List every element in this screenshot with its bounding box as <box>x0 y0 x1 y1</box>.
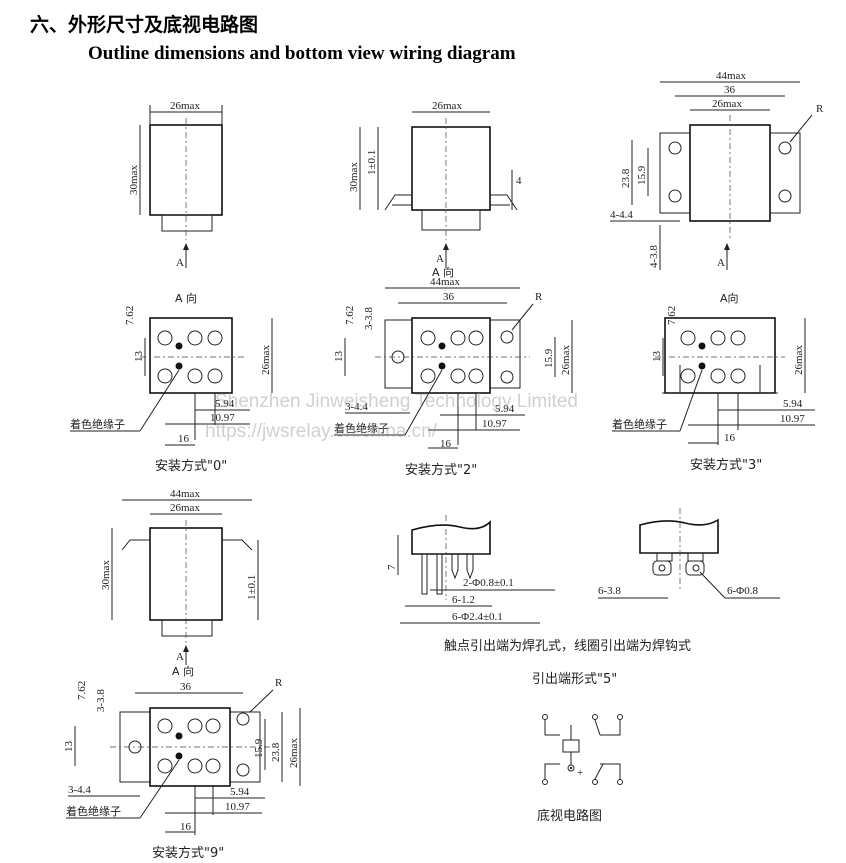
view-direction-label: A 向 <box>175 291 197 305</box>
dim-26max: 26max <box>712 98 742 110</box>
bottom-view-mount-0: A 向 7.62 13 26max 5.94 10.97 16 着色绝缘子 安装… <box>70 291 273 474</box>
dim-13: 13 <box>63 741 75 753</box>
dim-pin-2-4: 6-Φ2.4±0.1 <box>452 611 503 623</box>
bottom-view-mount-2: 44max 36 R 7.62 3-3.8 13 15.9 26max 3-4.… <box>333 276 573 478</box>
view-direction-label: A 向 <box>432 265 454 279</box>
radius-label: R <box>535 291 543 303</box>
dim-7-62: 7.62 <box>76 681 88 700</box>
view-direction-label: A 向 <box>172 664 194 678</box>
dim-15-9: 15.9 <box>543 348 555 368</box>
mount-caption: 安装方式"3" <box>690 457 762 473</box>
side-view-0: 26max 30max A <box>128 100 223 269</box>
dim-hole: 4-4.4 <box>610 209 633 221</box>
dim-13: 13 <box>133 351 145 363</box>
dim-5-94: 5.94 <box>215 398 235 410</box>
dim-36: 36 <box>724 84 736 96</box>
dim-23-8: 23.8 <box>620 168 632 188</box>
watermark-url: https://jwsrelay.en.china.cn/ <box>205 421 438 442</box>
view-arrow-label: A <box>717 257 725 269</box>
dim-3-3-8: 3-3.8 <box>363 307 375 330</box>
wiring-diagram: + 底视电路图 <box>537 714 623 824</box>
dim-16: 16 <box>440 438 452 450</box>
section-title-en: Outline dimensions and bottom view wirin… <box>88 43 516 64</box>
dim-10-97: 10.97 <box>482 418 507 430</box>
dim-5-94: 5.94 <box>783 398 803 410</box>
dim-width: 26max <box>170 100 200 112</box>
dim-hook-3-8: 6-3.8 <box>598 585 621 597</box>
dim-15-9: 15.9 <box>253 738 265 758</box>
dim-height: 30max <box>100 560 112 590</box>
side-view-9: 44max 26max 30max 1±0.1 A A 向 <box>100 488 259 678</box>
dim-16: 16 <box>178 433 190 445</box>
dim-3-3-8: 3-3.8 <box>95 689 107 712</box>
dim-pin-0-8: 2-Φ0.8±0.1 <box>463 577 514 589</box>
dim-3-4-4: 3-4.4 <box>345 401 368 413</box>
top-view-3: 44max 36 26max R 23.8 15.9 4-4.4 4-3.8 A <box>610 70 824 270</box>
bottom-view-mount-9: 36 R 7.62 3-3.8 13 15.9 23.8 26max 3-4.4… <box>63 677 301 861</box>
insulator-label: 着色绝缘子 <box>66 804 121 818</box>
dim-44max: 44max <box>430 276 460 288</box>
dim-5-94: 5.94 <box>495 403 515 415</box>
mount-caption: 安装方式"0" <box>155 458 227 474</box>
dim-10-97: 10.97 <box>210 412 235 424</box>
dim-26max: 26max <box>560 345 572 375</box>
radius-label: R <box>816 103 824 115</box>
dim-7-62: 7.62 <box>344 306 356 325</box>
radius-label: R <box>275 677 283 689</box>
dim-5-94: 5.94 <box>230 786 250 798</box>
dim-height: 30max <box>128 165 140 195</box>
dim-flange: 4 <box>516 175 522 187</box>
mount-caption: 安装方式"2" <box>405 462 477 478</box>
dim-10-97: 10.97 <box>780 413 805 425</box>
insulator-label: 着色绝缘子 <box>612 417 667 431</box>
dim-13: 13 <box>333 351 345 363</box>
pin-form-note: 触点引出端为焊孔式，线圈引出端为焊钩式 <box>444 638 691 654</box>
dim-44max: 44max <box>716 70 746 82</box>
dim-26max: 26max <box>260 345 272 375</box>
section-title-cn: 六、外形尺寸及底视电路图 <box>30 14 259 36</box>
dim-height: 30max <box>348 162 360 192</box>
mount-caption: 安装方式"9" <box>152 845 224 861</box>
dim-13: 13 <box>651 351 663 363</box>
dim-width: 26max <box>432 100 462 112</box>
bottom-view-mount-3: A向 7.62 13 26max 5.94 10.97 16 着色绝缘子 安装方… <box>612 291 815 473</box>
side-view-2: 26max 30max 1±0.1 4 A A 向 <box>348 100 522 279</box>
dim-3-4-4: 3-4.4 <box>68 784 91 796</box>
dim-pin-1-2: 6-1.2 <box>452 594 475 606</box>
pin-form-caption: 引出端形式"5" <box>532 672 617 687</box>
pin-form-5: 7 2-Φ0.8±0.1 6-1.2 6-Φ2.4±0.1 6-3.8 6-Φ0… <box>386 508 780 687</box>
dim-hook-0-8: 6-Φ0.8 <box>727 585 758 597</box>
view-arrow-label: A <box>176 651 184 663</box>
dim-15-9: 15.9 <box>636 165 648 185</box>
dim-26max: 26max <box>170 502 200 514</box>
wiring-caption: 底视电路图 <box>537 808 602 824</box>
dim-44max: 44max <box>170 488 200 500</box>
dim-7-62: 7.62 <box>666 306 678 325</box>
dim-36: 36 <box>443 291 455 303</box>
dim-26max: 26max <box>793 345 805 375</box>
dim-tolerance: 1±0.1 <box>366 150 378 175</box>
dim-tolerance: 1±0.1 <box>246 575 258 600</box>
view-arrow-label: A <box>176 257 184 269</box>
polarity-plus: + <box>577 767 583 779</box>
dim-16: 16 <box>180 821 192 833</box>
view-arrow-label: A <box>436 253 444 265</box>
dim-16: 16 <box>724 432 736 444</box>
view-direction-label: A向 <box>720 291 739 305</box>
dim-slot: 4-3.8 <box>648 245 660 268</box>
dim-23-8: 23.8 <box>270 742 282 762</box>
dim-10-97: 10.97 <box>225 801 250 813</box>
dim-36: 36 <box>180 681 192 693</box>
dim-7-62: 7.62 <box>124 306 136 325</box>
dim-7: 7 <box>386 564 398 570</box>
insulator-label: 着色绝缘子 <box>70 417 125 431</box>
dim-26max: 26max <box>288 738 300 768</box>
watermark-company: Shenzhen Jinweisheng Technology Limited <box>215 391 578 412</box>
insulator-label: 着色绝缘子 <box>334 421 389 435</box>
